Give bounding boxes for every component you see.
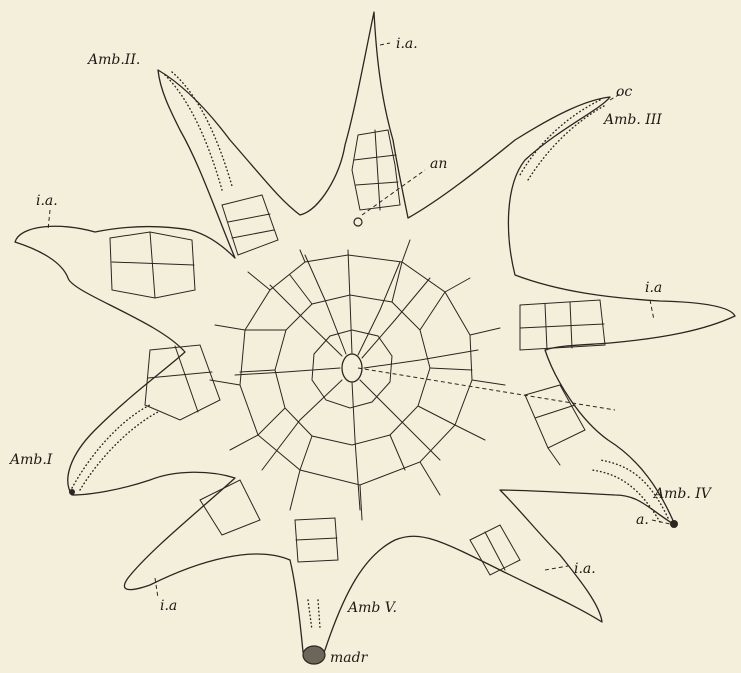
label-madr: madr — [330, 650, 369, 666]
label-ia-right: i.a — [645, 280, 662, 296]
anus-pore — [354, 218, 362, 226]
label-ia-top: i.a. — [396, 36, 418, 52]
label-a: a. — [636, 512, 649, 528]
body-outline — [15, 12, 735, 662]
label-an: an — [430, 156, 447, 172]
madreporite — [303, 646, 325, 664]
label-oc: oc — [616, 84, 632, 100]
label-ia-left: i.a. — [36, 193, 58, 209]
ambulacrum-iv-tip — [670, 520, 678, 528]
label-amb-5: Amb V. — [346, 600, 397, 616]
label-amb-4: Amb. IV — [652, 486, 713, 502]
ambulacrum-i-tip — [69, 489, 75, 495]
label-ia-lower-left: i.a — [160, 598, 177, 614]
ambulacral-dots — [72, 72, 668, 630]
label-amb-3: Amb. III — [602, 112, 662, 128]
label-ia-lower-right: i.a. — [574, 561, 596, 577]
label-amb-2: Amb.II. — [86, 52, 140, 68]
label-amb-1: Amb.I — [8, 452, 53, 468]
